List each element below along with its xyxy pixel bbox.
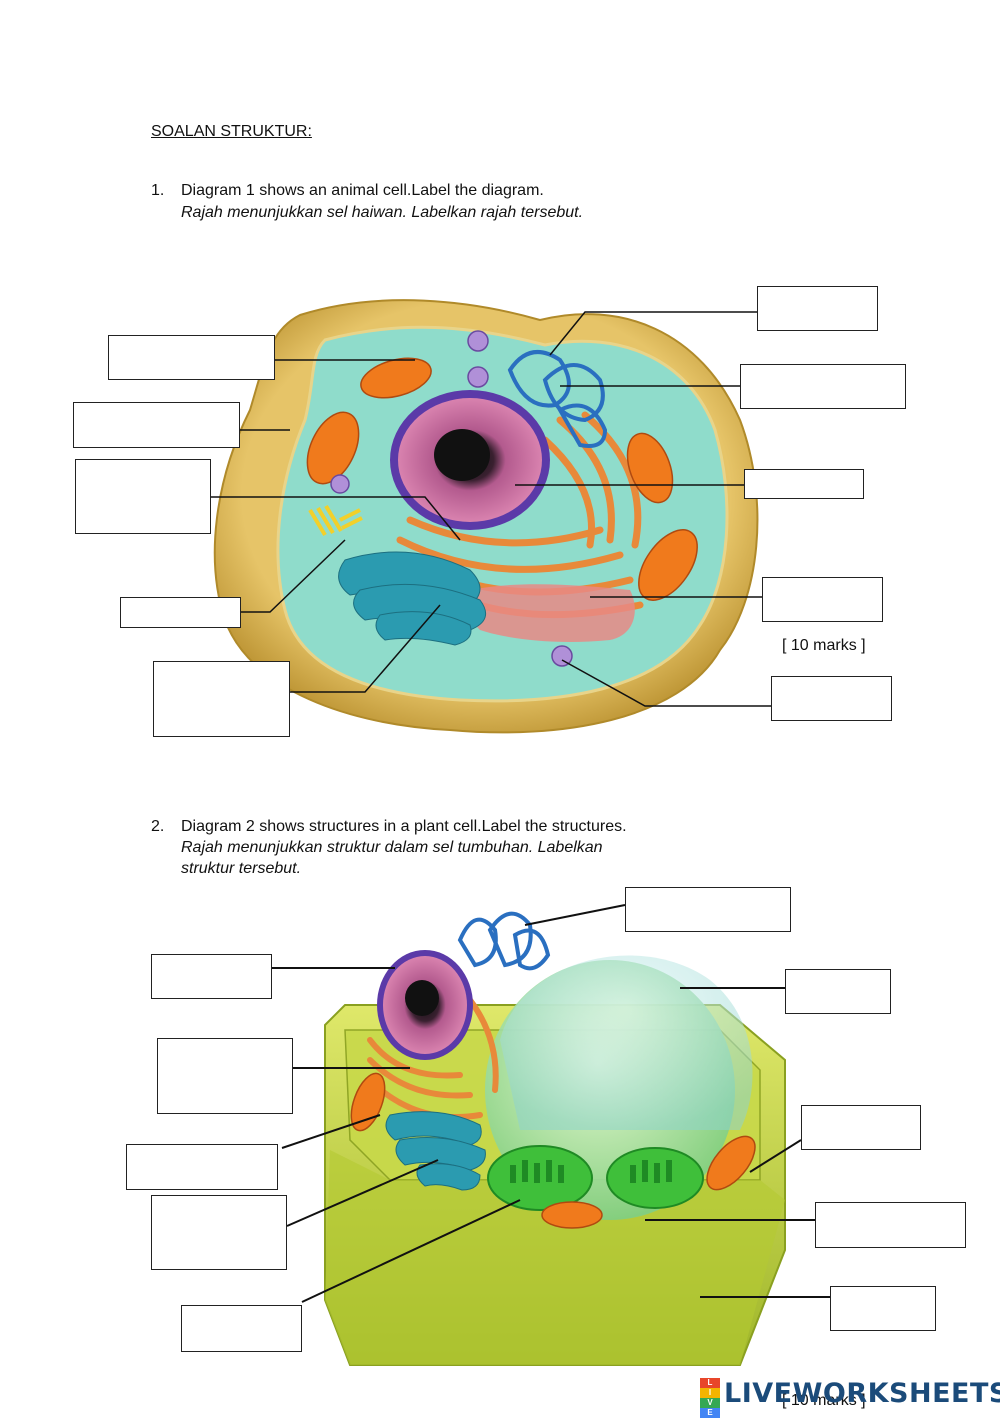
logo-letter-l: L bbox=[700, 1378, 720, 1388]
liveworksheets-logo: L I V E LIVEWORKSHEETS bbox=[700, 1376, 1000, 1418]
logo-letter-i: I bbox=[700, 1388, 720, 1398]
question-2-text-ms-line1: Rajah menunjukkan struktur dalam sel tum… bbox=[181, 839, 603, 856]
d1-answer-box-3[interactable] bbox=[75, 459, 211, 534]
centrioles bbox=[308, 504, 363, 537]
d2-answer-box-3[interactable] bbox=[785, 969, 891, 1014]
d2-answer-box-6[interactable] bbox=[126, 1144, 278, 1190]
question-2-marks: [ 10 marks ] bbox=[782, 1392, 866, 1409]
logo-letter-e: E bbox=[700, 1408, 720, 1418]
question-1-text-ms: Rajah menunjukkan sel haiwan. Labelkan r… bbox=[181, 204, 584, 221]
d2-answer-box-4[interactable] bbox=[157, 1038, 293, 1114]
leader-lines-diagram-2 bbox=[272, 904, 830, 1303]
d2-answer-box-7[interactable] bbox=[151, 1195, 287, 1270]
d1-answer-box-7[interactable] bbox=[740, 364, 906, 409]
d1-answer-box-6[interactable] bbox=[757, 286, 878, 331]
d2-answer-box-2[interactable] bbox=[151, 954, 272, 999]
d2-answer-box-1[interactable] bbox=[625, 887, 791, 932]
question-1-number: 1. bbox=[151, 182, 165, 199]
golgi-apparatus bbox=[338, 551, 487, 646]
d2-answer-box-8[interactable] bbox=[815, 1202, 966, 1248]
smooth-er bbox=[467, 584, 635, 642]
d1-answer-box-5[interactable] bbox=[153, 661, 290, 737]
question-2-text-en: Diagram 2 shows structures in a plant ce… bbox=[181, 818, 627, 835]
plant-nucleolus bbox=[405, 980, 439, 1016]
leader-lines-diagram-1 bbox=[211, 311, 771, 707]
d1-answer-box-10[interactable] bbox=[771, 676, 892, 721]
mitochondria bbox=[306, 357, 698, 601]
plant-cell bbox=[272, 904, 830, 1366]
vesicles bbox=[330, 330, 573, 667]
question-2-text-ms-line2: struktur tersebut. bbox=[181, 860, 302, 877]
animal-cell bbox=[211, 299, 771, 734]
chloroplasts bbox=[487, 1145, 704, 1211]
logo-letter-v: V bbox=[700, 1398, 720, 1408]
question-1-text-en: Diagram 1 shows an animal cell.Label the… bbox=[181, 182, 544, 199]
d1-answer-box-2[interactable] bbox=[73, 402, 240, 448]
question-1-marks: [ 10 marks ] bbox=[782, 637, 866, 654]
section-heading: SOALAN STRUKTUR: bbox=[151, 123, 312, 140]
plant-blue-network bbox=[457, 911, 551, 971]
d2-answer-box-10[interactable] bbox=[181, 1305, 302, 1352]
d2-answer-box-9[interactable] bbox=[830, 1286, 936, 1331]
logo-mark-icon: L I V E bbox=[700, 1378, 720, 1418]
d1-answer-box-1[interactable] bbox=[108, 335, 275, 380]
d1-answer-box-9[interactable] bbox=[762, 577, 883, 622]
logo-text: LIVEWORKSHEETS bbox=[724, 1377, 1000, 1409]
nucleolus bbox=[434, 429, 490, 481]
d1-answer-box-4[interactable] bbox=[120, 597, 241, 628]
question-2-number: 2. bbox=[151, 818, 165, 835]
cytoplasm-dome bbox=[500, 955, 753, 1130]
plant-golgi bbox=[385, 1111, 486, 1191]
d2-answer-box-5[interactable] bbox=[801, 1105, 921, 1150]
d1-answer-box-8[interactable] bbox=[744, 469, 864, 499]
